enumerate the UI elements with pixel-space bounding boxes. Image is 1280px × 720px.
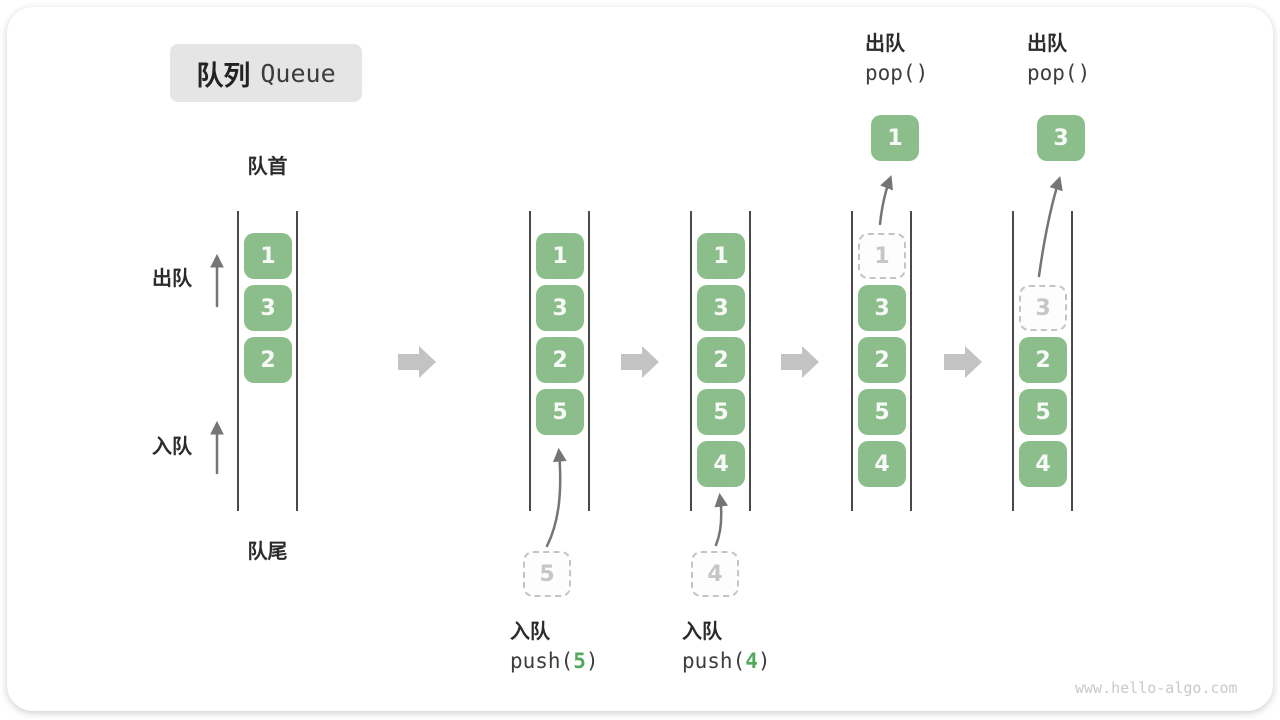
queue-item: 1 bbox=[697, 233, 745, 279]
queue-item: 2 bbox=[697, 337, 745, 383]
queue-item: 3 bbox=[244, 285, 292, 331]
queue-item: 2 bbox=[1019, 337, 1067, 383]
queue-item: 3 bbox=[858, 285, 906, 331]
queue-item: 5 bbox=[536, 389, 584, 435]
code-arg: 4 bbox=[745, 649, 758, 673]
operation-code: pop() bbox=[865, 61, 929, 85]
queue-item: 4 bbox=[697, 441, 745, 487]
staging-item-5: 5 bbox=[523, 551, 571, 597]
queue-item-dashed: 3 bbox=[1019, 285, 1067, 331]
operation-code: push(5) bbox=[510, 651, 599, 672]
queue-item: 2 bbox=[536, 337, 584, 383]
operation-push-4: 入队 push(4) bbox=[682, 622, 771, 672]
title-zh: 队列 bbox=[196, 60, 251, 91]
queue-item: 2 bbox=[244, 337, 292, 383]
operation-code: pop() bbox=[1027, 61, 1091, 85]
queue-item: 3 bbox=[697, 285, 745, 331]
code-arg: 5 bbox=[573, 649, 586, 673]
popped-item-1: 1 bbox=[871, 115, 919, 161]
operation-label: 出队 bbox=[865, 33, 905, 55]
label-dequeue: 出队 bbox=[152, 268, 192, 290]
queue-item: 5 bbox=[1019, 389, 1067, 435]
queue-item: 5 bbox=[858, 389, 906, 435]
queue-item: 3 bbox=[536, 285, 584, 331]
title-en: Queue bbox=[260, 58, 336, 88]
code-close: ) bbox=[757, 649, 771, 673]
label-queue-rear: 队尾 bbox=[247, 541, 288, 563]
operation-label: 入队 bbox=[510, 621, 550, 643]
operation-code: push(4) bbox=[682, 651, 771, 672]
queue-state-2: 1 3 2 5 bbox=[529, 211, 590, 511]
operation-push-5: 入队 push(5) bbox=[510, 622, 599, 672]
code-fn: push( bbox=[682, 649, 746, 673]
queue-state-1: 1 3 2 bbox=[237, 211, 298, 511]
operation-pop-2: 出队 pop() bbox=[1027, 34, 1090, 84]
label-enqueue: 入队 bbox=[152, 436, 192, 458]
queue-item: 4 bbox=[1019, 441, 1067, 487]
operation-label: 出队 bbox=[1027, 33, 1067, 55]
operation-pop-1: 出队 pop() bbox=[865, 34, 928, 84]
queue-state-4: 1 3 2 5 4 bbox=[851, 211, 912, 511]
label-queue-front: 队首 bbox=[247, 156, 288, 178]
operation-label: 入队 bbox=[682, 621, 722, 643]
queue-state-3: 1 3 2 5 4 bbox=[690, 211, 751, 511]
figure-card bbox=[7, 7, 1273, 711]
queue-item: 1 bbox=[536, 233, 584, 279]
queue-item-dashed: 1 bbox=[858, 233, 906, 279]
code-close: ) bbox=[585, 649, 599, 673]
queue-item: 5 bbox=[697, 389, 745, 435]
popped-item-3: 3 bbox=[1037, 115, 1085, 161]
code-fn: push( bbox=[510, 649, 574, 673]
queue-state-5: 3 2 5 4 bbox=[1012, 211, 1073, 511]
queue-item: 1 bbox=[244, 233, 292, 279]
queue-item: 4 bbox=[858, 441, 906, 487]
watermark: www.hello-algo.com bbox=[1075, 679, 1238, 697]
queue-item: 2 bbox=[858, 337, 906, 383]
title-box: 队列 Queue bbox=[170, 44, 362, 102]
staging-item-4: 4 bbox=[691, 551, 739, 597]
